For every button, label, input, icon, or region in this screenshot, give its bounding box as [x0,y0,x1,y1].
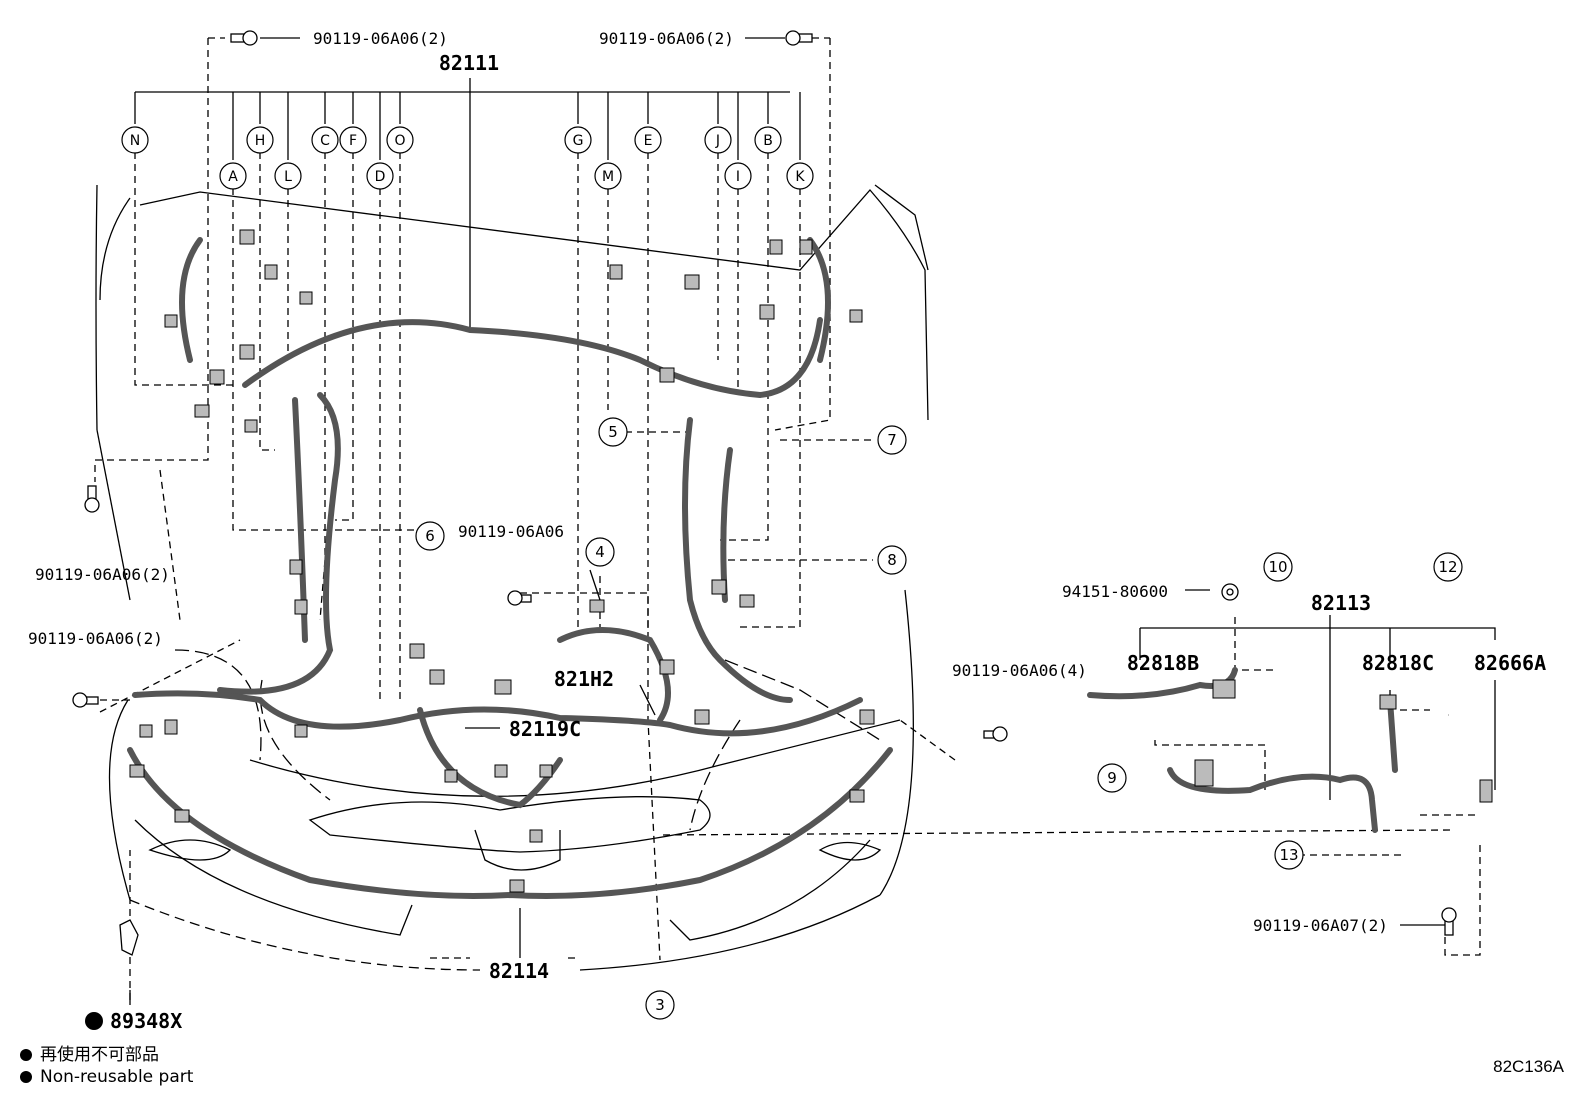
callout-12: 12 [1433,552,1463,582]
bolt-label-top-right: 90119-06A06(2) [599,29,734,48]
svg-text:L: L [284,169,292,185]
svg-text:M: M [602,169,614,185]
svg-text:N: N [130,133,140,149]
svg-text:E: E [644,133,653,149]
part-82113: 82113 [1311,591,1371,615]
connector-h: H [246,126,274,154]
legend-jp-text: 再使用不可部品 [40,1045,159,1065]
connector-f: F [339,126,367,154]
bullet-icon [20,1071,32,1083]
callout-4: 4 [585,537,615,567]
part-82119C: 82119C [509,717,581,741]
part-82818C: 82818C [1362,651,1434,675]
bolt-label-left-mid: 90119-06A06(2) [35,565,170,584]
bolt-label-lower-right: 90119-06A07(2) [1253,916,1388,935]
connector-o: O [386,126,414,154]
callout-10: 10 [1263,552,1293,582]
svg-text:C: C [320,133,330,149]
bolt-icon [72,692,99,708]
svg-text:A: A [228,169,238,185]
part-82818B: 82818B [1127,651,1199,675]
svg-text:3: 3 [655,996,665,1014]
legend-en: Non-reusable part [20,1067,193,1087]
svg-text:O: O [394,133,405,149]
svg-text:7: 7 [887,431,897,449]
svg-text:G: G [573,133,584,149]
non-reusable-marker [85,1012,103,1030]
connector-i: I [724,162,752,190]
bolt-label-center: 90119-06A06 [458,522,564,541]
bolt-label-right: 90119-06A06(4) [952,661,1087,680]
nut-icon [1221,583,1239,601]
svg-text:8: 8 [887,551,897,569]
vehicle-body-outline [95,184,929,971]
callout-6: 6 [415,521,445,551]
connector-j: J [704,126,732,154]
connector-l: L [274,162,302,190]
svg-text:F: F [349,133,357,149]
svg-text:12: 12 [1438,558,1457,576]
connector-b: B [754,126,782,154]
svg-text:H: H [255,133,266,149]
callout-7: 7 [877,425,907,455]
bolt-icon [1441,907,1457,936]
bolt-icon [507,590,532,606]
bolt-label-left-lower: 90119-06A06(2) [28,629,163,648]
callout-13: 13 [1274,840,1304,870]
part-82666A: 82666A [1474,651,1546,675]
connector-g: G [564,126,592,154]
harness-connectors [129,229,1493,893]
connector-k: K [786,162,814,190]
svg-text:D: D [375,169,386,185]
svg-text:5: 5 [608,423,618,441]
connector-a: A [219,162,247,190]
callout-9: 9 [1097,763,1127,793]
connector-n: N [121,126,149,154]
svg-text:B: B [763,133,773,149]
svg-text:6: 6 [425,527,435,545]
connector-m: M [594,162,622,190]
part-leader-lines [129,37,1496,1005]
legend-jp: 再使用不可部品 [20,1040,159,1065]
nut-label: 94151-80600 [1062,582,1168,601]
connector-c: C [311,126,339,154]
svg-text:4: 4 [595,543,605,561]
svg-text:J: J [715,133,720,149]
svg-text:I: I [736,169,740,185]
callout-3: 3 [645,990,675,1020]
bullet-icon [20,1049,32,1061]
part-821H2: 821H2 [554,667,614,691]
bolt-icon [983,726,1008,742]
svg-text:13: 13 [1279,846,1298,864]
connector-d: D [366,162,394,190]
bolt-icon [84,485,100,513]
clip-icon [119,919,139,956]
svg-text:9: 9 [1107,769,1117,787]
callout-5: 5 [598,417,628,447]
figure-code: 82C136A [1493,1057,1564,1076]
legend-en-text: Non-reusable part [40,1067,194,1087]
connector-e: E [634,126,662,154]
part-82114: 82114 [489,959,549,983]
bolt-icon [785,30,813,46]
part-82111: 82111 [439,51,499,75]
svg-text:K: K [795,169,805,185]
callout-8: 8 [877,545,907,575]
wire-harness [127,237,1398,899]
svg-text:10: 10 [1268,558,1287,576]
bolt-icon [230,30,258,46]
bolt-label-top-left: 90119-06A06(2) [313,29,448,48]
part-89348X: 89348X [110,1009,182,1033]
